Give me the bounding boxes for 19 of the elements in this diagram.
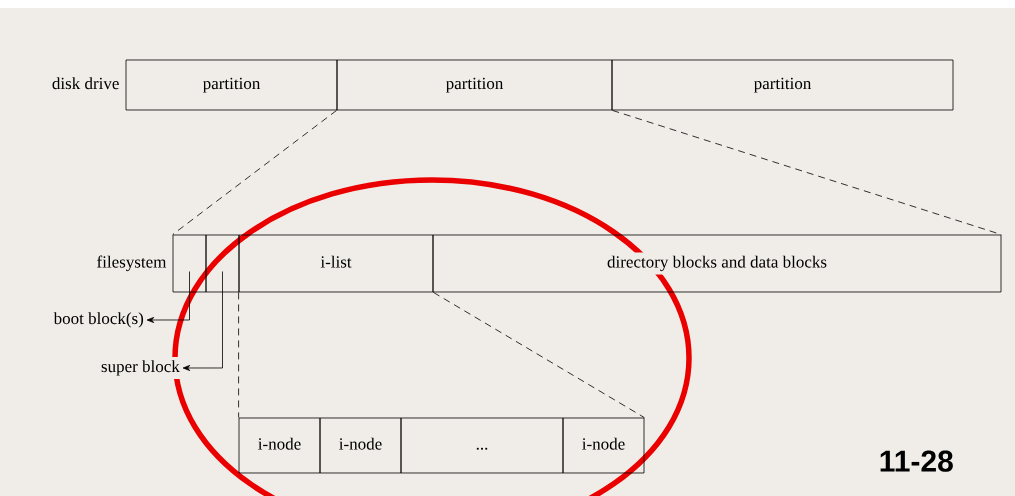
block-cell: i-node: [562, 417, 645, 474]
block-cell: i-node: [319, 417, 402, 474]
row-label: disk drive: [50, 74, 121, 96]
dashed-line: [238, 292, 239, 418]
block-cell: partition: [611, 59, 954, 111]
block-cell: [205, 234, 240, 293]
block-cell: i-list: [238, 234, 434, 293]
dashed-line: [172, 110, 337, 235]
block-cell: partition: [336, 59, 613, 111]
dashed-line: [433, 292, 645, 418]
block-cell: ...: [400, 417, 564, 474]
row-label: filesystem: [95, 252, 168, 275]
slide-number: 11-28: [880, 450, 953, 472]
block-cell: partition: [125, 59, 338, 111]
leader-arrow: [182, 271, 223, 371]
leader-arrow: [146, 271, 190, 323]
block-cell: [172, 234, 207, 293]
block-cell: directory blocks and data blocks: [432, 234, 1002, 293]
block-cell: i-node: [238, 417, 321, 474]
